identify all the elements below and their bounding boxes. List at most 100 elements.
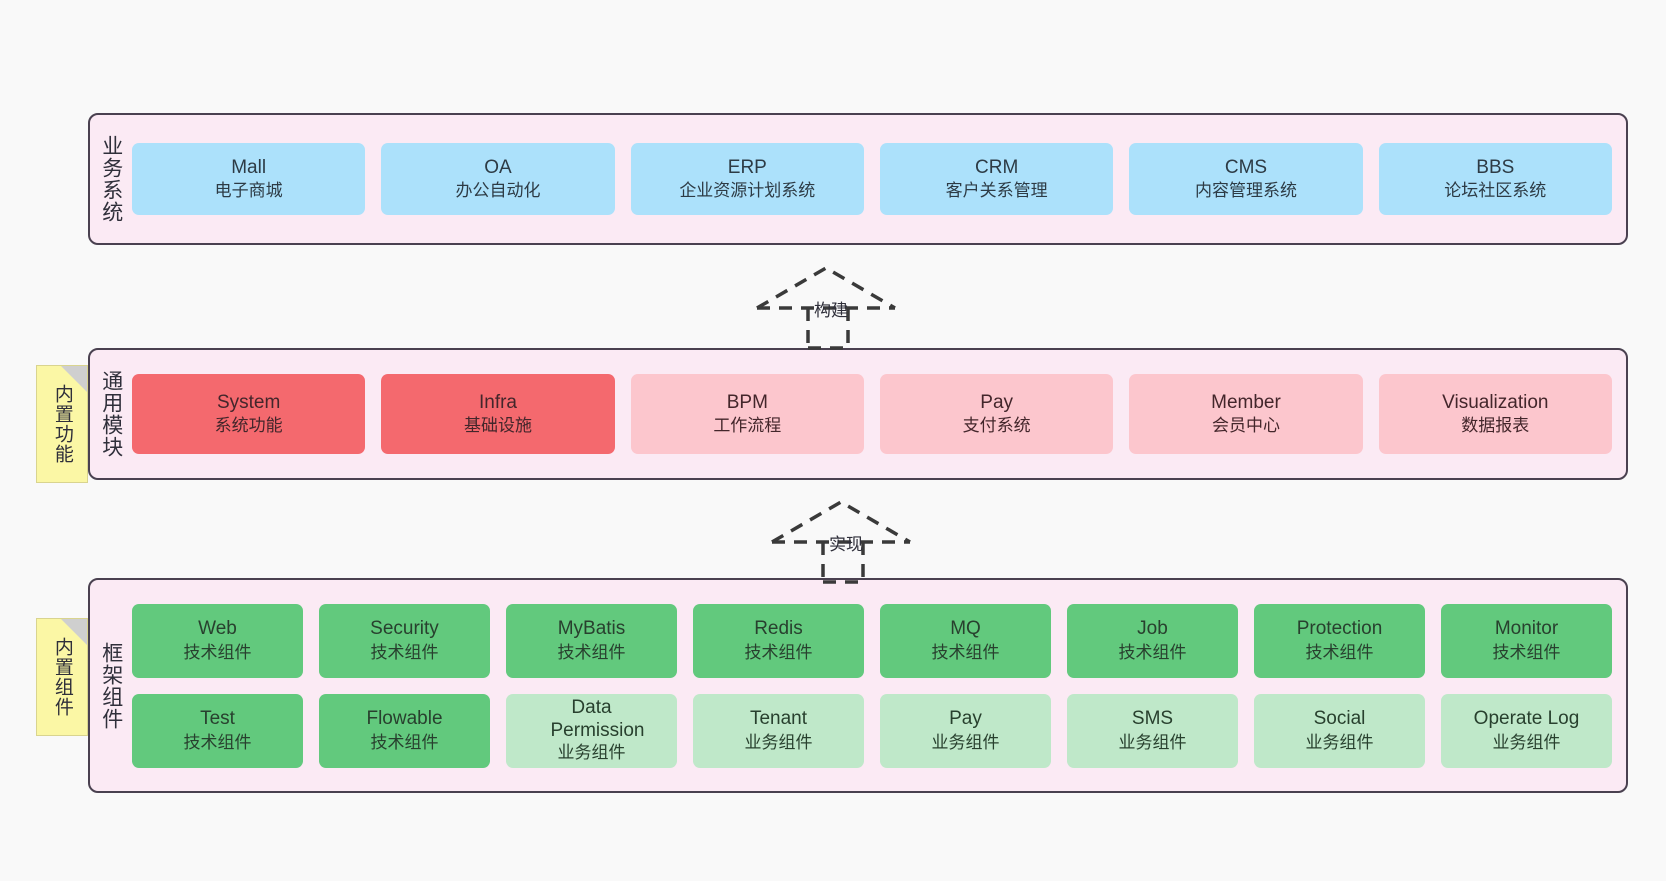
card-title: CRM <box>975 156 1019 178</box>
card-test[interactable]: Test 技术组件 <box>132 693 303 768</box>
layer-body-framework-component: Web 技术组件 Security 技术组件 MyBatis 技术组件 Redi… <box>132 580 1626 791</box>
card-row: Test 技术组件 Flowable 技术组件 Data Permission … <box>132 693 1612 768</box>
note-fold-icon <box>61 366 87 392</box>
card-flowable[interactable]: Flowable 技术组件 <box>319 693 490 768</box>
card-monitor[interactable]: Monitor 技术组件 <box>1441 603 1612 678</box>
card-operate-log[interactable]: Operate Log 业务组件 <box>1441 693 1612 768</box>
card-subtitle: 系统功能 <box>214 416 283 436</box>
connector-build-label: 构建 <box>814 301 848 320</box>
card-cms[interactable]: CMS 内容管理系统 <box>1129 143 1363 215</box>
card-subtitle: 技术组件 <box>744 642 813 662</box>
card-title: Redis <box>754 618 803 640</box>
card-subtitle: 支付系统 <box>962 416 1031 436</box>
layer-framework-component: 框架组件 Web 技术组件 Security 技术组件 MyBatis 技术组件… <box>88 578 1628 793</box>
card-title: Protection <box>1296 618 1383 640</box>
card-title: Visualization <box>1442 391 1549 413</box>
card-title: CMS <box>1224 156 1268 178</box>
card-subtitle: 数据报表 <box>1461 416 1530 436</box>
card-system[interactable]: System 系统功能 <box>132 374 366 454</box>
layer-body-business-system: Mall 电子商城 OA 办公自动化 ERP 企业资源计划系统 CRM 客户关系… <box>132 115 1626 243</box>
card-job[interactable]: Job 技术组件 <box>1067 603 1238 678</box>
card-subtitle: 论坛社区系统 <box>1444 181 1547 201</box>
card-title: Infra <box>478 391 517 413</box>
layer-title-business-system: 业务系统 <box>99 135 123 223</box>
card-subtitle: 内容管理系统 <box>1194 181 1297 201</box>
card-subtitle: 技术组件 <box>183 642 252 662</box>
card-title: Operate Log <box>1473 708 1580 730</box>
note-fold-icon <box>61 619 87 645</box>
card-redis[interactable]: Redis 技术组件 <box>693 603 864 678</box>
card-subtitle: 业务组件 <box>1492 732 1561 752</box>
card-title: ERP <box>727 156 767 178</box>
card-sms[interactable]: SMS 业务组件 <box>1067 693 1238 768</box>
card-title: Pay <box>980 391 1014 413</box>
card-title: Web <box>198 618 237 640</box>
card-subtitle: 技术组件 <box>370 732 439 752</box>
connector-implement: 实现 <box>767 492 927 584</box>
card-subtitle: 业务组件 <box>1305 732 1374 752</box>
connector-build: 构建 <box>752 258 912 350</box>
layer-common-module: 通用模块 System 系统功能 Infra 基础设施 BPM 工作流程 Pay… <box>88 348 1628 480</box>
card-pay-component[interactable]: Pay 业务组件 <box>880 693 1051 768</box>
card-title: Social <box>1313 708 1366 730</box>
card-subtitle: 企业资源计划系统 <box>679 181 816 201</box>
dashed-hollow-arrow-icon <box>756 265 896 350</box>
card-subtitle: 技术组件 <box>1305 642 1374 662</box>
card-subtitle: 基础设施 <box>463 416 532 436</box>
sticky-note-label: 内置组件 <box>51 637 73 717</box>
card-row: Web 技术组件 Security 技术组件 MyBatis 技术组件 Redi… <box>132 603 1612 678</box>
card-subtitle: 技术组件 <box>931 642 1000 662</box>
card-subtitle: 业务组件 <box>744 732 813 752</box>
card-title: BBS <box>1476 156 1515 178</box>
sticky-note-builtin-function: 内置功能 <box>36 365 88 483</box>
card-infra[interactable]: Infra 基础设施 <box>381 374 615 454</box>
card-web[interactable]: Web 技术组件 <box>132 603 303 678</box>
card-pay-module[interactable]: Pay 支付系统 <box>879 374 1114 454</box>
card-protection[interactable]: Protection 技术组件 <box>1254 603 1425 678</box>
card-title: Job <box>1137 618 1168 640</box>
card-row: System 系统功能 Infra 基础设施 BPM 工作流程 Pay 支付系统… <box>132 374 1612 454</box>
layer-title-common-module: 通用模块 <box>99 370 123 458</box>
card-social[interactable]: Social 业务组件 <box>1254 693 1425 768</box>
card-member[interactable]: Member 会员中心 <box>1129 374 1363 454</box>
card-erp[interactable]: ERP 企业资源计划系统 <box>630 143 864 215</box>
card-title: Test <box>200 708 235 730</box>
card-subtitle: 会员中心 <box>1211 416 1280 436</box>
layer-title-framework-component: 框架组件 <box>99 641 123 730</box>
card-title: Data Permission <box>550 697 645 741</box>
card-subtitle: 技术组件 <box>1492 642 1561 662</box>
card-tenant[interactable]: Tenant 业务组件 <box>693 693 864 768</box>
card-title: BPM <box>726 391 768 413</box>
card-bpm[interactable]: BPM 工作流程 <box>630 374 864 454</box>
card-title: MQ <box>950 618 981 640</box>
layer-body-common-module: System 系统功能 Infra 基础设施 BPM 工作流程 Pay 支付系统… <box>132 350 1626 478</box>
card-title: System <box>216 391 281 413</box>
card-visualization[interactable]: Visualization 数据报表 <box>1378 374 1612 454</box>
card-subtitle: 客户关系管理 <box>945 181 1048 201</box>
card-subtitle: 办公自动化 <box>455 181 541 201</box>
card-subtitle: 技术组件 <box>1118 642 1187 662</box>
card-security[interactable]: Security 技术组件 <box>319 603 490 678</box>
layer-business-system: 业务系统 Mall 电子商城 OA 办公自动化 ERP 企业资源计划系统 CRM… <box>88 113 1628 245</box>
card-mq[interactable]: MQ 技术组件 <box>880 603 1051 678</box>
sticky-note-builtin-component: 内置组件 <box>36 618 88 736</box>
card-title: Monitor <box>1494 618 1559 640</box>
card-title: OA <box>484 156 512 178</box>
connector-implement-label: 实现 <box>829 535 863 554</box>
card-subtitle: 技术组件 <box>183 732 252 752</box>
card-bbs[interactable]: BBS 论坛社区系统 <box>1378 143 1612 215</box>
card-mall[interactable]: Mall 电子商城 <box>132 143 366 215</box>
card-subtitle: 技术组件 <box>370 642 439 662</box>
card-row: Mall 电子商城 OA 办公自动化 ERP 企业资源计划系统 CRM 客户关系… <box>132 143 1612 215</box>
card-subtitle: 业务组件 <box>1118 732 1187 752</box>
card-title: Tenant <box>749 708 808 730</box>
card-subtitle: 业务组件 <box>931 732 1000 752</box>
card-title: Flowable <box>366 708 443 730</box>
card-subtitle: 工作流程 <box>713 416 782 436</box>
card-mybatis[interactable]: MyBatis 技术组件 <box>506 603 677 678</box>
card-oa[interactable]: OA 办公自动化 <box>381 143 615 215</box>
card-crm[interactable]: CRM 客户关系管理 <box>879 143 1114 215</box>
card-subtitle: 电子商城 <box>214 181 283 201</box>
card-data-permission[interactable]: Data Permission 业务组件 <box>506 693 677 768</box>
